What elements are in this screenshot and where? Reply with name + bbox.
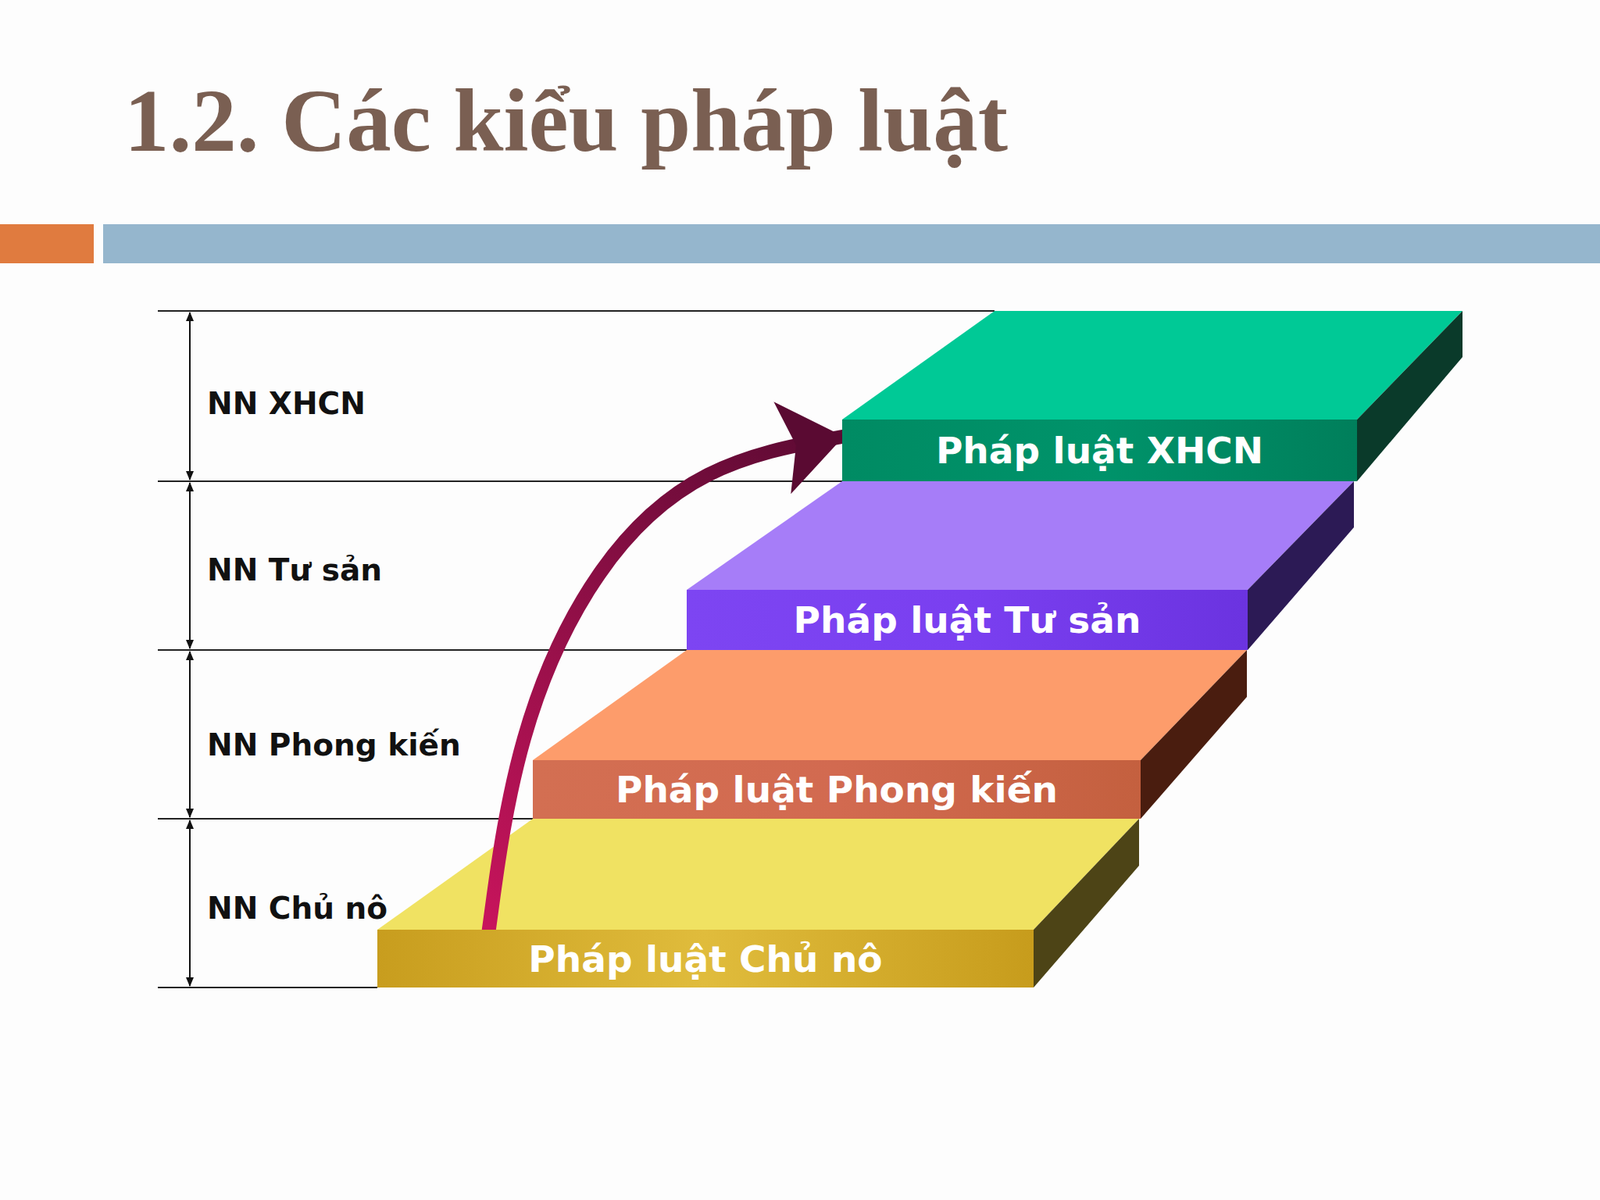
law-step: Pháp luật Chủ nô [377,929,1034,988]
slab-phong-kien [532,650,1247,819]
slide-title: 1.2. Các kiểu pháp luật [124,71,1008,172]
state-label: NN XHCN [207,385,366,422]
state-label: NN Chủ nô [207,890,388,926]
accent-bar [0,224,94,264]
state-label: NN Phong kiến [207,727,461,763]
state-label: NN Tư sản [207,552,383,588]
header-bar [103,224,1600,264]
dimension-arrows [189,312,191,986]
law-step: Pháp luật XHCN [842,419,1358,482]
law-step: Pháp luật Tư sản [686,589,1248,650]
law-step: Pháp luật Phong kiến [532,760,1141,819]
law-type-text: Pháp luật Chủ nô [528,937,883,981]
law-type-text: Pháp luật Tư sản [793,598,1142,642]
slab-xhcn [842,310,1463,482]
law-type-text: Pháp luật XHCN [935,428,1264,472]
law-type-text: Pháp luật Phong kiến [615,767,1058,811]
progress-arrow [489,436,843,930]
slab-tu-san [686,481,1354,650]
